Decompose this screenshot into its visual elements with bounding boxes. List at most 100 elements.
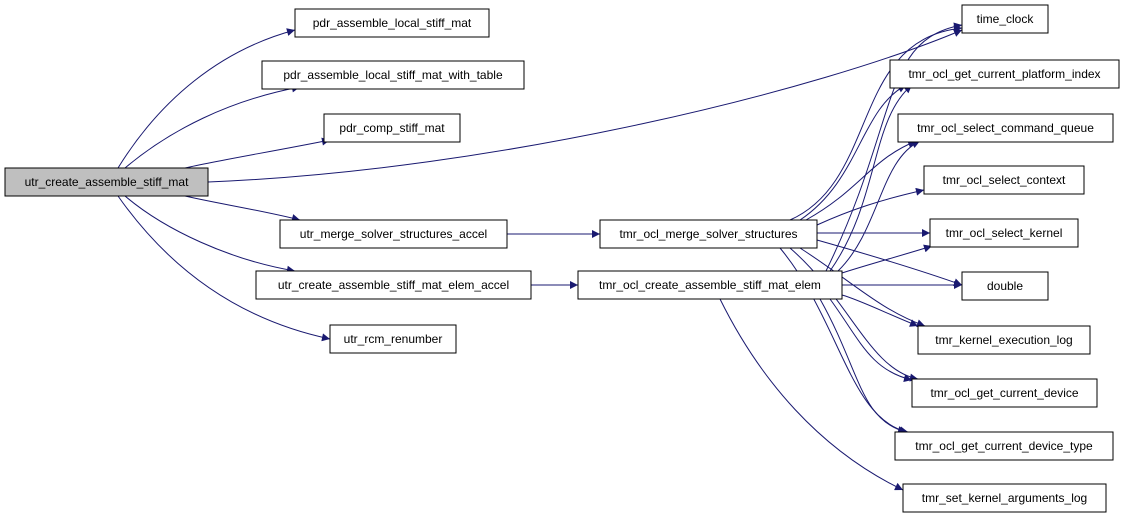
edge-path xyxy=(829,84,913,272)
edge-tmrc-to-devt xyxy=(819,298,907,434)
edge-root-to-pdr2 xyxy=(124,84,301,169)
edge-root-to-utrm xyxy=(184,195,301,222)
edge-root-to-pdr3 xyxy=(184,137,331,169)
edge-path xyxy=(117,195,331,342)
node-box xyxy=(902,483,1107,513)
node-tmr-kernel-execution-log[interactable]: tmr_kernel_execution_log xyxy=(917,325,1091,355)
node-box xyxy=(929,218,1079,248)
node-box xyxy=(897,113,1114,143)
edge-tmrc-to-plat xyxy=(829,84,913,272)
edge-root-to-utrc xyxy=(124,195,296,274)
node-box xyxy=(894,431,1114,461)
edge-path xyxy=(789,247,919,382)
edge-tmrm-to-dbl xyxy=(816,239,963,287)
node-box xyxy=(261,60,525,90)
edge-path xyxy=(819,298,907,434)
node-pdr-comp-stiff-mat[interactable]: pdr_comp_stiff_mat xyxy=(323,113,461,143)
edge-path xyxy=(124,84,301,169)
edge-tmrm-to-plat xyxy=(799,84,907,221)
node-tmr-set-kernel-arguments-log[interactable]: tmr_set_kernel_arguments_log xyxy=(902,483,1107,513)
edge-path xyxy=(816,239,963,287)
node-box xyxy=(279,219,508,249)
edge-path xyxy=(841,294,919,327)
node-box xyxy=(917,325,1091,355)
node-tmr-ocl-select-kernel[interactable]: tmr_ocl_select_kernel xyxy=(929,218,1079,248)
edge-root-to-utrr xyxy=(117,195,331,342)
node-box xyxy=(329,324,457,354)
edge-tmrm-to-cmdq xyxy=(805,140,917,221)
node-label: time_clock xyxy=(977,12,1035,26)
node-box xyxy=(323,113,461,143)
node-box xyxy=(889,59,1120,89)
edge-path xyxy=(799,84,907,221)
node-box xyxy=(255,270,532,300)
node-double[interactable]: double xyxy=(961,271,1049,301)
node-box xyxy=(577,270,843,300)
edge-tmrm-to-time xyxy=(789,24,963,221)
node-tmr-ocl-select-command-queue[interactable]: tmr_ocl_select_command_queue xyxy=(897,113,1114,143)
edge-path xyxy=(184,195,301,222)
edge-tmrc-to-cmdq xyxy=(837,140,921,272)
node-tmr-ocl-create-assemble-stiff-mat-elem[interactable]: tmr_ocl_create_assemble_stiff_mat_elem xyxy=(577,270,843,300)
node-box xyxy=(294,8,490,38)
edge-path xyxy=(207,29,963,183)
edge-tmrc-to-dev xyxy=(829,298,913,383)
edge-path xyxy=(719,298,904,491)
node-utr-create-assemble-stiff-mat: utr_create_assemble_stiff_mat xyxy=(4,167,209,197)
node-utr-merge-solver-structures-accel[interactable]: utr_merge_solver_structures_accel xyxy=(279,219,508,249)
node-box xyxy=(911,378,1098,408)
node-box xyxy=(961,4,1049,34)
node-pdr-assemble-local-stiff-mat-with-table[interactable]: pdr_assemble_local_stiff_mat_with_table xyxy=(261,60,525,90)
node-label: tmr_ocl_create_assemble_stiff_mat_elem xyxy=(599,278,821,292)
node-box xyxy=(599,219,818,249)
node-utr-rcm-renumber[interactable]: utr_rcm_renumber xyxy=(329,324,457,354)
node-tmr-ocl-merge-solver-structures[interactable]: tmr_ocl_merge_solver_structures xyxy=(599,219,818,249)
edge-path xyxy=(816,187,925,226)
node-label: utr_create_assemble_stiff_mat_elem_accel xyxy=(278,278,509,292)
node-label: tmr_ocl_select_kernel xyxy=(946,226,1063,240)
node-utr-create-assemble-stiff-mat-elem-accel[interactable]: utr_create_assemble_stiff_mat_elem_accel xyxy=(255,270,532,300)
node-tmr-ocl-get-current-device-type[interactable]: tmr_ocl_get_current_device_type xyxy=(894,431,1114,461)
edge-tmrc-to-exlog xyxy=(841,294,919,327)
node-label: pdr_assemble_local_stiff_mat xyxy=(313,16,472,30)
edge-path xyxy=(837,140,921,272)
edge-path xyxy=(805,140,917,221)
node-label: utr_create_assemble_stiff_mat xyxy=(25,175,190,189)
edge-root-to-time xyxy=(207,29,963,183)
node-label: tmr_ocl_merge_solver_structures xyxy=(619,227,797,241)
edge-tmrc-to-time xyxy=(825,22,963,272)
node-tmr-ocl-select-context[interactable]: tmr_ocl_select_context xyxy=(923,165,1085,195)
node-label: pdr_comp_stiff_mat xyxy=(339,121,445,135)
edge-tmrm-to-dev xyxy=(789,247,919,382)
node-label: double xyxy=(987,279,1023,293)
edge-path xyxy=(829,298,913,383)
node-label: tmr_kernel_execution_log xyxy=(935,333,1072,347)
edge-path xyxy=(841,244,933,274)
node-box xyxy=(961,271,1049,301)
edge-path xyxy=(184,137,331,169)
node-label: pdr_assemble_local_stiff_mat_with_table xyxy=(283,68,503,82)
node-label: tmr_ocl_select_context xyxy=(943,173,1066,187)
node-box xyxy=(923,165,1085,195)
edge-path xyxy=(117,28,296,169)
node-label: tmr_ocl_get_current_device xyxy=(930,386,1078,400)
edge-path xyxy=(789,24,963,221)
node-label: tmr_set_kernel_arguments_log xyxy=(922,491,1087,505)
node-pdr-assemble-local-stiff-mat[interactable]: pdr_assemble_local_stiff_mat xyxy=(294,8,490,38)
edge-path xyxy=(825,22,963,272)
node-label: utr_rcm_renumber xyxy=(344,332,443,346)
node-tmr-ocl-get-current-platform-index[interactable]: tmr_ocl_get_current_platform_index xyxy=(889,59,1120,89)
node-layer: utr_create_assemble_stiff_mat pdr_assembl… xyxy=(4,4,1120,513)
node-time-clock[interactable]: time_clock xyxy=(961,4,1049,34)
edge-tmrc-to-kern xyxy=(841,244,933,274)
node-label: tmr_ocl_get_current_platform_index xyxy=(908,67,1100,81)
node-label: tmr_ocl_get_current_device_type xyxy=(915,439,1093,453)
node-tmr-ocl-get-current-device[interactable]: tmr_ocl_get_current_device xyxy=(911,378,1098,408)
node-box xyxy=(4,167,209,197)
edge-path xyxy=(124,195,296,274)
edge-tmrm-to-ctx xyxy=(816,187,925,226)
node-label: utr_merge_solver_structures_accel xyxy=(300,227,487,241)
edge-root-to-pdr1 xyxy=(117,28,296,169)
edge-layer xyxy=(117,22,963,491)
